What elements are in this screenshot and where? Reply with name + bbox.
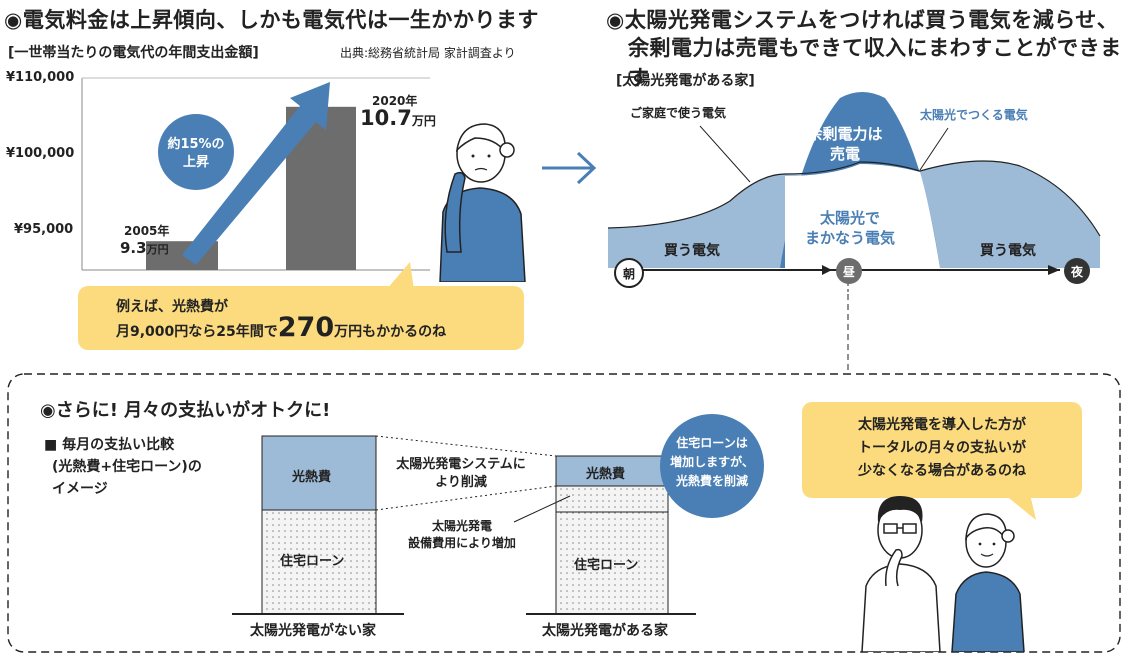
savings-bubble-text: 太陽光発電を導入した方が トータルの月々の支払いが 少なくなる場合があるのね: [808, 414, 1076, 483]
solar-make-label: 太陽光でつくる電気: [920, 108, 1028, 122]
electricity-cost-chart: [81, 77, 430, 271]
with-loan-increase-block: [555, 485, 669, 513]
reduce-line2: より削減: [435, 475, 487, 490]
time-night: 夜: [1064, 258, 1090, 284]
without-utility-block: [261, 435, 377, 511]
loan-note-text: 住宅ローンは 増加しますが、 光熱費を削減: [660, 434, 764, 491]
savings-line3: 少なくなる場合があるのね: [858, 463, 1026, 479]
solar-cover-label: 太陽光で まかなう電気: [790, 208, 910, 248]
household-label: ご家庭で使う電気: [630, 106, 727, 120]
right-subheading: [太陽光発電がある家]: [616, 73, 755, 89]
time-morning: 朝: [614, 258, 644, 288]
worried-woman-illustration: [439, 123, 526, 282]
bar-2020-year: 2020年: [372, 94, 418, 108]
surplus-line2: 売電: [829, 145, 860, 163]
bar-2005-unit: 万円: [146, 243, 169, 256]
couple-illustration: [861, 496, 1025, 652]
bubble-big-number: 270: [277, 312, 335, 343]
bottom-frame: [7, 294, 1121, 653]
compare-title: ■ 毎月の支払い比較 (光熱費+住宅ローン)の イメージ: [44, 434, 202, 500]
without-loan-label: 住宅ローン: [280, 554, 345, 569]
consumption-curve: [607, 160, 1101, 237]
with-utility-block: [555, 455, 669, 487]
bubble-tail: [386, 262, 414, 290]
reduce-note: 太陽光発電システムに より削減: [386, 456, 536, 492]
bar-2020-unit: 万円: [411, 114, 436, 128]
solar-daily-chart: [607, 92, 1101, 292]
bubble-line1: 例えば、光熱費が: [116, 299, 228, 315]
left-heading: ◉電気料金は上昇傾向、しかも電気代は一生かかります: [4, 8, 539, 32]
compare-title-line3: イメージ: [52, 481, 108, 497]
increase-line2: 設備費用により増加: [408, 536, 516, 550]
loan-note-line3: 光熱費を削減: [675, 474, 748, 488]
savings-speech-bubble: [802, 402, 1082, 498]
savings-bubble-tail: [1004, 494, 1036, 520]
household-pointer: [699, 125, 751, 183]
growth-arrow: [182, 82, 330, 265]
without-solar-label: 太陽光発電がない家: [250, 623, 376, 639]
bottom-heading: ◉さらに! 月々の支払いがオトクに!: [40, 400, 331, 421]
compare-title-line2: (光熱費+住宅ローン)の: [52, 459, 202, 475]
solar-cover-line1: 太陽光で: [819, 209, 880, 227]
right-heading-line1: ◉太陽光発電システムをつければ買う電気を減らせ、: [606, 8, 1119, 32]
right-arrow-icon: [542, 151, 597, 185]
with-utility-label: 光熱費: [586, 467, 626, 482]
bubble-line2-post: 万円もかかるのね: [334, 324, 447, 340]
loan-note-line1: 住宅ローンは: [676, 436, 748, 450]
increase-line1: 太陽光発電: [431, 519, 492, 533]
payment-comparison-chart: [232, 435, 696, 615]
bar-2005-year: 2005年: [124, 224, 170, 238]
bubble-line2: 月9,000円なら25年間で270万円もかかるのね: [116, 312, 446, 343]
solar-covered-area: [785, 164, 940, 268]
buy-right-label: 買う電気: [980, 243, 1036, 259]
solar-pointer: [919, 127, 949, 171]
savings-line2: トータルの月々の支払いが: [858, 440, 1026, 456]
bar-2020-value: 10.7: [360, 106, 412, 130]
buy-left-label: 買う電気: [664, 243, 720, 259]
ytick-95000: ¥95,000: [14, 222, 74, 237]
time-noon: 昼: [836, 258, 862, 284]
without-utility-label: 光熱費: [292, 470, 332, 485]
reduce-line1: 太陽光発電システムに: [396, 457, 526, 472]
with-solar-label: 太陽光発電がある家: [542, 623, 668, 639]
loan-note-line2: 増加しますが、: [670, 455, 754, 469]
bubble-line2-pre: 月9,000円なら25年間で: [116, 324, 278, 340]
dashed-box: [7, 373, 1121, 653]
right-heading-line2: 余剰電力は売電もできて収入にまわすことができます: [628, 36, 1122, 90]
rise-label-line1: 約15%の: [167, 137, 225, 152]
compare-title-line1: ■ 毎月の支払い比較: [44, 437, 175, 453]
bar-2020-value-label: 10.7万円: [360, 106, 436, 130]
rise-label-line2: 上昇: [182, 155, 209, 170]
ytick-110000: ¥110,000: [6, 70, 75, 85]
ytick-100000: ¥100,000: [6, 146, 75, 161]
source-note: 出典:総務省統計局 家計調査より: [340, 46, 516, 60]
rise-circle: [158, 114, 234, 190]
without-loan-block: [261, 509, 377, 615]
with-loan-label: 住宅ローン: [574, 558, 639, 573]
rise-label: 約15%の 上昇: [158, 136, 234, 172]
bar-2005-value: 9.3: [120, 239, 147, 257]
cost-speech-bubble: [78, 286, 524, 350]
bar-2005-value-label: 9.3万円: [120, 238, 169, 257]
left-subheading: [一世帯当たりの電気代の年間支出金額]: [8, 45, 259, 61]
increase-note: 太陽光発電 設備費用により増加: [402, 518, 522, 552]
savings-line1: 太陽光発電を導入した方が: [858, 417, 1026, 433]
solar-cover-line2: まかなう電気: [804, 229, 895, 247]
loan-note-circle: [660, 414, 764, 518]
surplus-line1: 余剰電力は: [807, 125, 883, 143]
surplus-label: 余剰電力は 売電: [800, 124, 890, 164]
with-loan-block: [555, 511, 669, 615]
